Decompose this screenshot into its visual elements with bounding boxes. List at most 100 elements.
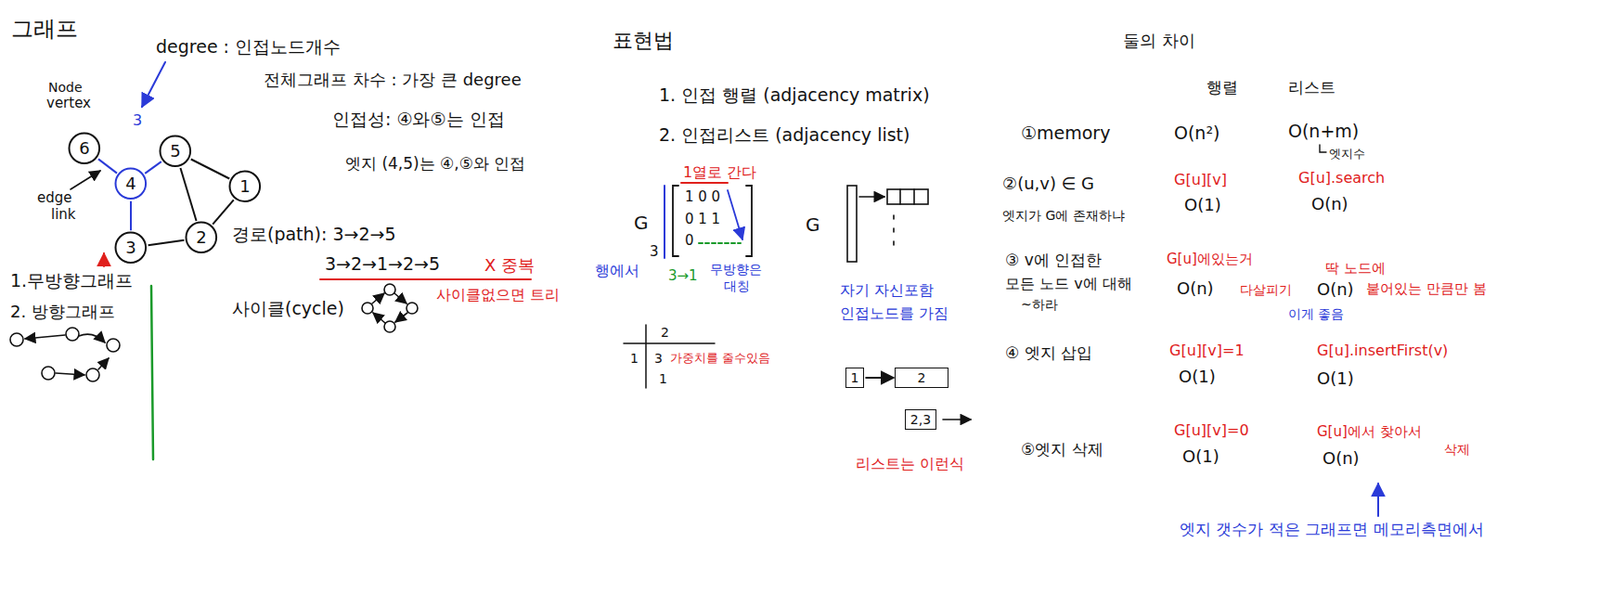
note-text: 사이클(cycle)	[232, 296, 345, 321]
note-text: 그래프	[11, 14, 78, 44]
note-text: 사이클없으면 트리	[436, 285, 560, 306]
node-text: 1	[851, 370, 860, 387]
note-text: ①memory	[1020, 121, 1110, 145]
vertex-circle: 5	[158, 134, 193, 168]
note-text: 1.무방향그래프	[10, 269, 133, 293]
note-text: 붙어있는 만큼만 봄	[1366, 280, 1487, 299]
note-text: 엣지 (4,5)는 ④,⑤와 인접	[345, 153, 526, 174]
note-text: 3	[132, 111, 142, 131]
node-text: 2	[195, 227, 207, 248]
note-text: O(n²)	[1174, 121, 1220, 145]
node-text: 3	[125, 237, 136, 259]
note-text: G[u][v]=0	[1174, 421, 1250, 441]
graph-edge	[212, 199, 234, 224]
note-text: ④ 엣지 삽입	[1005, 342, 1093, 363]
note-text: 2. 방향그래프	[10, 300, 116, 323]
vertex-circle: 6	[67, 131, 102, 166]
bracket-mark	[1319, 144, 1327, 153]
note-text: ③ v에 인접한	[1005, 249, 1102, 271]
pointer-arrow	[141, 62, 166, 107]
cycle-sketch	[361, 283, 418, 333]
note-text: 리스트는 이런식	[855, 454, 965, 475]
note-text: 행에서	[594, 261, 640, 282]
note-text: 모든 노드 v에 대해	[1005, 274, 1133, 295]
note-text: G[u]에서 찾아서	[1316, 423, 1422, 442]
note-text: ~하라	[1020, 296, 1059, 313]
note-text: G[u]에있는거	[1166, 250, 1253, 270]
node-text: 1	[239, 176, 250, 197]
note-text: 3	[649, 243, 659, 262]
note-text: 무방향은	[709, 260, 762, 278]
note-text: G	[633, 210, 649, 235]
vertex-circle: 1	[228, 169, 262, 204]
note-text: 1. 인접 행렬 (adjacency matrix)	[658, 83, 930, 107]
note-text: 3	[654, 349, 663, 367]
matrix-sketch	[664, 182, 752, 259]
note-text: Node	[48, 78, 83, 96]
note-text: 0 1 1	[684, 210, 721, 230]
note-text: 0	[684, 232, 695, 251]
graph-edge	[864, 376, 894, 379]
note-text: degree : 인접노드개수	[155, 35, 341, 59]
note-text: 둘의 차이	[1122, 29, 1196, 52]
note-text: edge	[37, 189, 73, 208]
vertex-circle: 3	[114, 231, 148, 265]
note-text: 가중치를 줄수있음	[670, 350, 771, 367]
graph-edge	[144, 161, 162, 174]
note-text: G[u][v]	[1174, 170, 1227, 191]
list-cell: 2	[894, 367, 949, 389]
graph-edge	[129, 201, 132, 231]
note-text: 인접노드를 가짐	[839, 304, 949, 324]
list-sketch	[847, 185, 971, 420]
note-text: O(n)	[1322, 447, 1360, 469]
note-text: 대칭	[723, 277, 750, 295]
note-text: O(1)	[1182, 445, 1220, 467]
note-text: 2. 인접리스트 (adjacency list)	[658, 123, 910, 147]
divider-line	[151, 285, 154, 460]
note-text: 이게 좋음	[1288, 305, 1344, 323]
note-text: 전체그래프 차수 : 가장 큰 degree	[263, 68, 522, 91]
node-text: 2	[917, 370, 927, 387]
note-text: G[u][v]=1	[1169, 341, 1245, 362]
note-text: 3→1	[668, 267, 698, 286]
pointer-arrow	[103, 253, 105, 267]
note-text: 삭제	[1444, 440, 1471, 458]
node-text: 2,3	[910, 412, 931, 428]
note-text: O(1)	[1316, 367, 1355, 389]
note-text: G[u].search	[1298, 168, 1385, 189]
note-text: 엣지수	[1329, 146, 1366, 163]
list-cell: 1	[845, 367, 865, 389]
note-text: 1열로 간다	[683, 163, 757, 183]
pointer-arrow	[1377, 483, 1380, 517]
note-text: X 중복	[484, 254, 535, 276]
vertex-circle: 4	[114, 167, 148, 201]
note-text: O(n)	[1176, 277, 1214, 299]
note-text: O(n)	[1316, 278, 1355, 300]
directed-graph-sketch	[10, 327, 120, 382]
note-text: G	[805, 212, 821, 237]
graph-edge	[191, 158, 230, 179]
note-text: G[u].insertFirst(v)	[1316, 341, 1448, 362]
graph-edge	[98, 158, 117, 173]
note-text: 인접성: ④와⑤는 인접	[332, 107, 505, 131]
note-text: ②(u,v) ∈ G	[1002, 172, 1095, 194]
note-text: vertex	[46, 94, 91, 114]
note-text: link	[51, 206, 77, 225]
vertex-circle: 2	[184, 220, 219, 255]
note-text: O(n+m)	[1288, 119, 1359, 143]
graph-edge	[148, 240, 185, 246]
note-text: O(1)	[1184, 193, 1222, 216]
note-text: 리스트	[1288, 77, 1336, 98]
list-cell: 2,3	[904, 409, 937, 431]
leader-arrow	[70, 170, 101, 190]
node-text: 6	[78, 138, 90, 159]
graph-edge	[180, 167, 196, 221]
node-text: 4	[125, 173, 136, 194]
note-text: 엣지가 G에 존재하냐	[1002, 206, 1125, 224]
note-text: 다살피기	[1239, 281, 1292, 298]
note-text: ⑤엣지 삭제	[1020, 438, 1104, 460]
note-text: 표현법	[612, 27, 674, 55]
node-text: 5	[169, 141, 181, 162]
note-text: 1	[658, 370, 668, 388]
